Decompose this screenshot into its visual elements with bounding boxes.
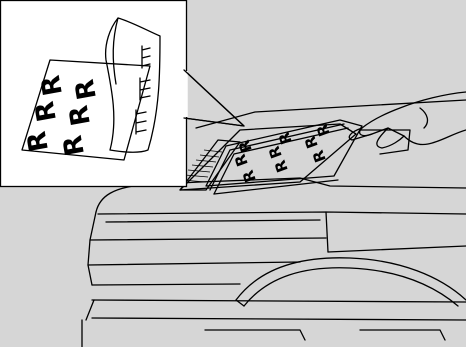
adf-loading-illustration: R R R R R R R R R R R R R R xyxy=(0,0,466,347)
